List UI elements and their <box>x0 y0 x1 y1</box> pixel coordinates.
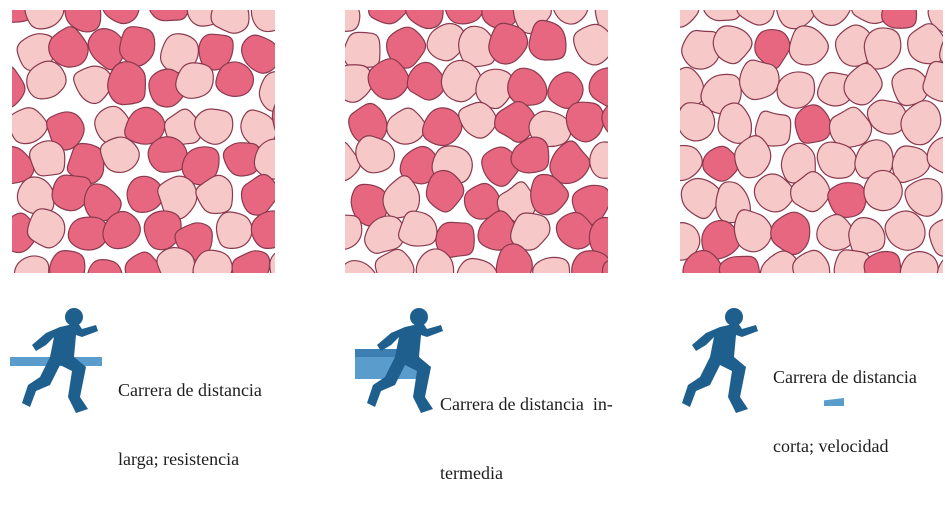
fast-fiber <box>882 10 917 28</box>
caption-intermediate: Carrera de distancia in- termedia <box>440 347 613 508</box>
slow-fiber <box>216 212 252 248</box>
caption-line: Carrera de distancia <box>118 379 262 402</box>
muscle-fiber-panel-short <box>680 10 943 273</box>
slow-fiber <box>680 103 715 141</box>
muscle-fiber-panel-intermediate <box>345 10 608 273</box>
caption-long: Carrera de distancia larga; resistencia <box>118 333 262 494</box>
fast-fiber <box>108 62 146 105</box>
fiber-cross-section <box>345 10 608 273</box>
runner-head <box>725 308 743 326</box>
fiber-cross-section <box>12 10 275 273</box>
caption-line: corta; velocidad <box>773 435 917 458</box>
runner-head <box>65 308 83 326</box>
slow-fiber <box>100 137 139 172</box>
caption-line: Carrera de distancia in- <box>440 393 613 416</box>
runner-body <box>22 323 98 413</box>
slow-fiber <box>176 63 214 98</box>
caption-line: termedia <box>440 462 613 485</box>
runner-icon <box>10 305 120 422</box>
fiber-cross-section <box>680 10 943 273</box>
fast-fiber <box>148 137 187 173</box>
runner-icon <box>670 305 780 422</box>
caption-line: larga; resistencia <box>118 448 262 471</box>
caption-short: Carrera de distancia corta; velocidad <box>773 320 917 481</box>
fast-fiber <box>216 62 254 96</box>
slow-fiber <box>345 32 380 68</box>
slow-fiber <box>740 60 780 99</box>
runner-head <box>410 308 428 326</box>
caption-line: Carrera de distancia <box>773 366 917 389</box>
runner-short-svg <box>670 305 780 417</box>
muscle-fiber-panel-long <box>12 10 275 273</box>
fast-fiber <box>120 27 155 66</box>
slow-fiber <box>30 141 65 176</box>
slow-fiber <box>864 170 902 210</box>
runner-long-svg <box>10 305 120 417</box>
slow-fiber <box>777 72 814 108</box>
runner-body <box>682 323 758 413</box>
